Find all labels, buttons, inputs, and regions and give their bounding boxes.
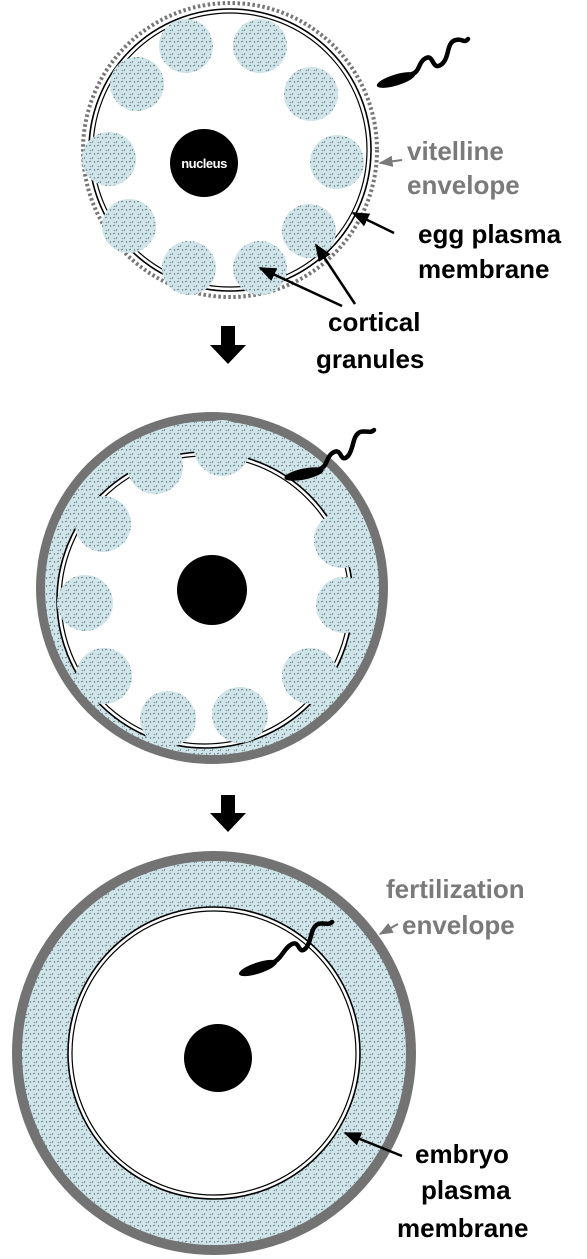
fertilization-envelope-label-line2: envelope bbox=[402, 910, 515, 940]
egg-plasma-membrane-label-line2: membrane bbox=[418, 254, 550, 284]
vitelline-envelope-label-line2: envelope bbox=[407, 170, 520, 200]
cortical-granule bbox=[212, 687, 268, 743]
embryo-plasma-membrane-label-line1: embryo bbox=[415, 1139, 509, 1169]
cortical-granule bbox=[82, 132, 136, 186]
cortical-granule bbox=[282, 648, 338, 704]
fertilization-envelope-label-line1: fertilization bbox=[386, 874, 525, 904]
cortical-granules-label-line1: cortical bbox=[328, 307, 421, 337]
cortical-granule bbox=[127, 438, 183, 494]
cortical-granule bbox=[282, 204, 336, 258]
cortical-granule bbox=[110, 57, 164, 111]
egg-plasma-membrane-label-line1: egg plasma bbox=[418, 219, 562, 249]
cortical-granule bbox=[194, 420, 250, 476]
cortical-pointer-b bbox=[316, 245, 355, 304]
cortical-granules-label-line2: granules bbox=[316, 344, 424, 374]
nucleus-label: nucleus bbox=[181, 156, 227, 171]
cortical-granule bbox=[76, 648, 132, 704]
panel-egg-before-fertilization: nucleus vitelline envelope egg plasma me… bbox=[82, 3, 562, 374]
sperm-icon bbox=[375, 39, 468, 91]
cortical-granule bbox=[233, 19, 287, 73]
panel-fertilization-envelope: fertilization envelope embryo plasma mem… bbox=[12, 851, 529, 1255]
vitelline-envelope-label-line1: vitelline bbox=[407, 136, 504, 166]
cortical-granule bbox=[284, 67, 338, 121]
cortical-granule bbox=[75, 496, 131, 552]
embryo-plasma-membrane-label-line3: membrane bbox=[397, 1213, 529, 1243]
nucleus bbox=[184, 1024, 252, 1092]
cortical-granule bbox=[102, 199, 156, 253]
cortical-granule bbox=[57, 575, 113, 631]
step-arrow-icon bbox=[210, 795, 246, 832]
cortical-granule bbox=[159, 19, 213, 73]
cortical-granule bbox=[310, 135, 364, 189]
panel-cortical-reaction bbox=[36, 412, 388, 764]
embryo-plasma-membrane-label-line2: plasma bbox=[421, 1175, 511, 1205]
cortical-granule bbox=[316, 577, 372, 633]
cortical-granule bbox=[314, 512, 370, 568]
cortical-granule bbox=[162, 241, 216, 295]
cortical-granule bbox=[140, 691, 196, 747]
step-arrow-icon bbox=[210, 326, 246, 364]
nucleus bbox=[177, 555, 247, 625]
vitelline-pointer bbox=[380, 160, 402, 163]
fertilization-envelope-pointer bbox=[380, 924, 398, 934]
